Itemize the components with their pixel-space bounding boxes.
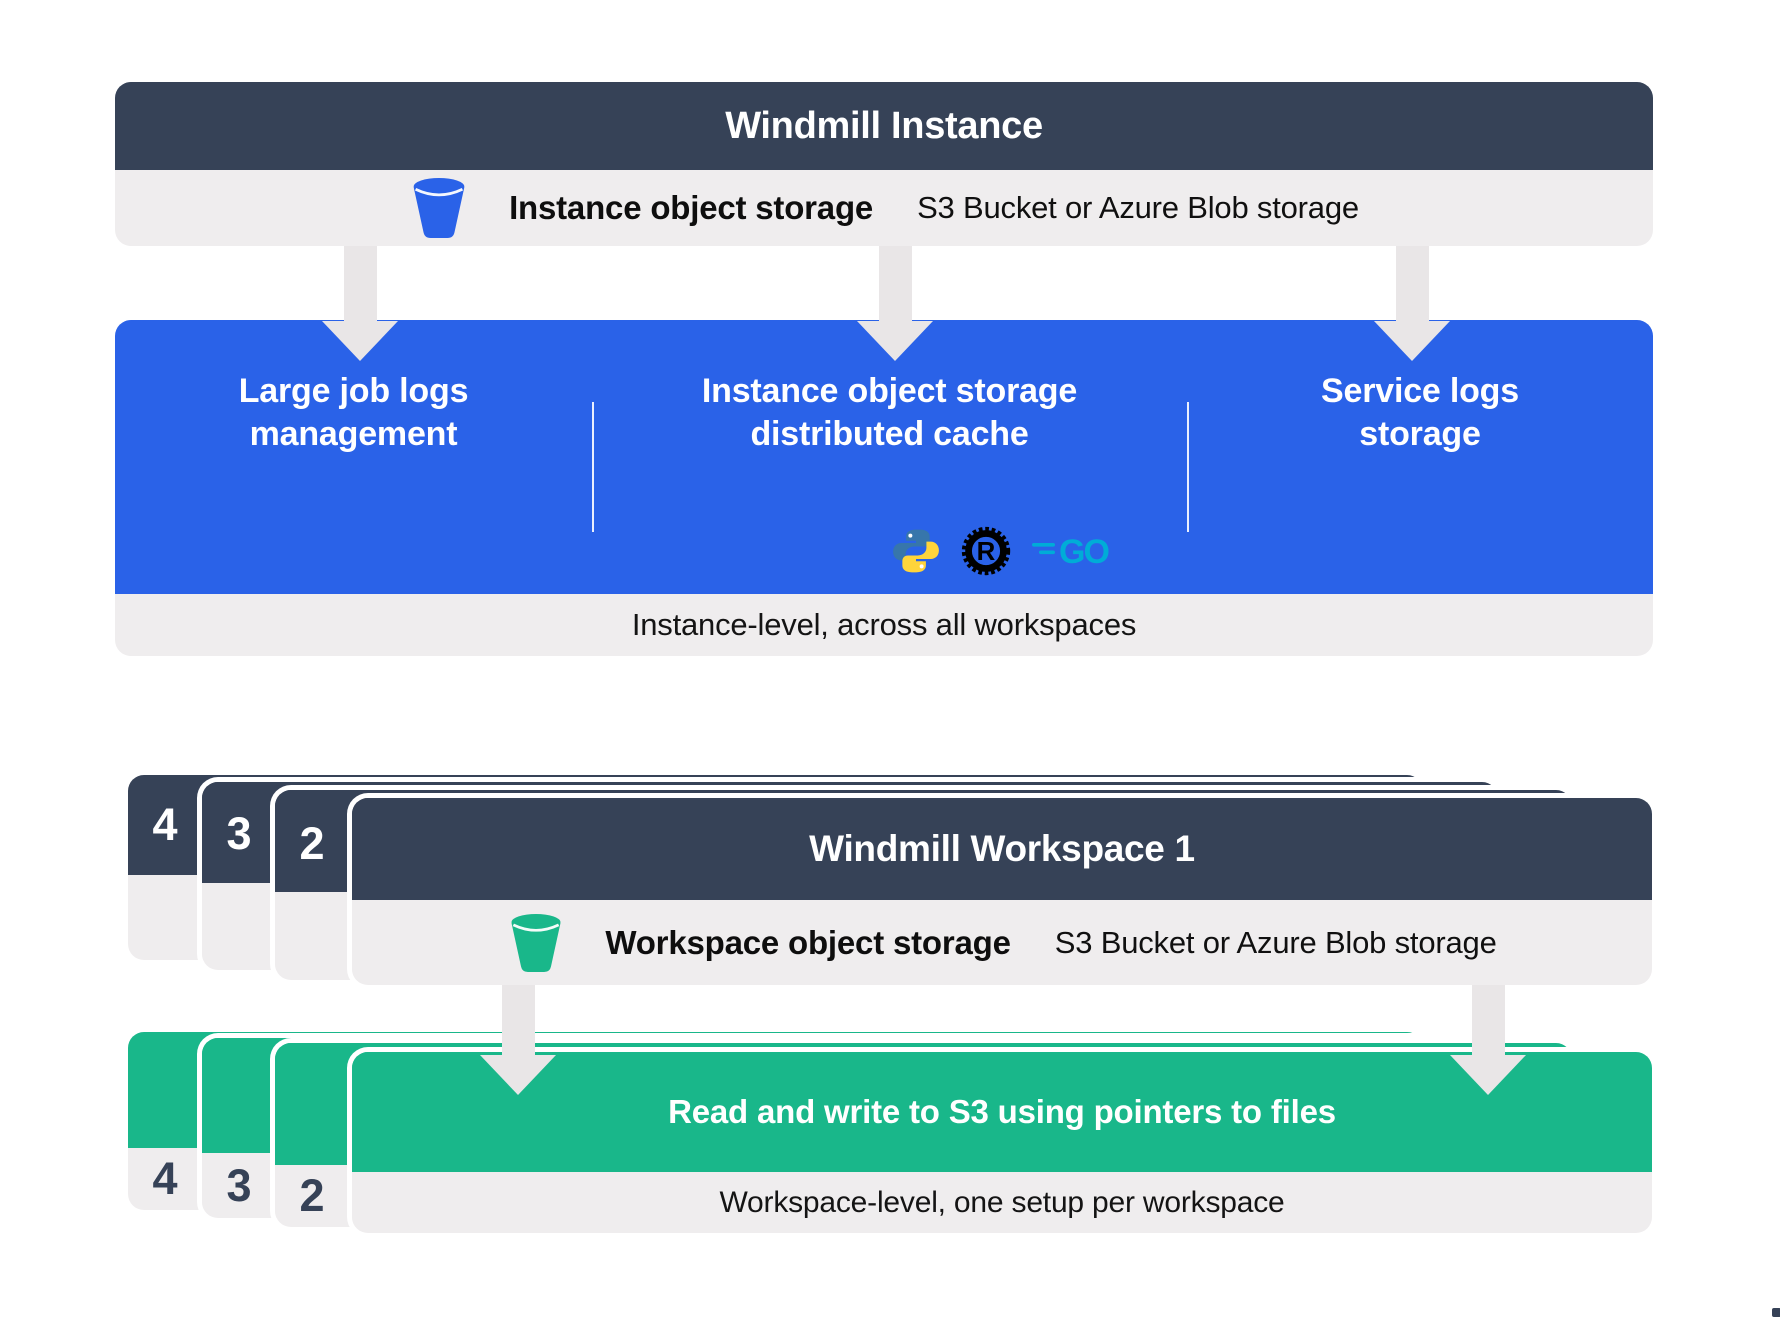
workspace-card-number: 2 (299, 818, 325, 869)
rust-icon: R (959, 524, 1013, 578)
down-arrow (1450, 985, 1526, 1095)
instance-feature-box: Large job logs management Instance objec… (115, 320, 1653, 594)
instance-storage-provider: S3 Bucket or Azure Blob storage (917, 190, 1359, 225)
corner-dot (1772, 1308, 1780, 1317)
workspace-storage-provider: S3 Bucket or Azure Blob storage (1054, 924, 1497, 960)
workspace-card-number: 4 (152, 799, 178, 850)
workspace-card-number: 3 (226, 808, 252, 859)
workspace-caption: Workspace-level, one setup per workspace (719, 1185, 1285, 1219)
feature-label-line: Service logs (1321, 372, 1519, 410)
feature-large-job-logs: Large job logs management (115, 320, 592, 594)
down-arrow (857, 246, 933, 361)
rust-letter: R (977, 538, 996, 566)
instance-storage-row: Instance object storage S3 Bucket or Azu… (115, 170, 1653, 246)
feature-label-line: distributed cache (750, 415, 1029, 453)
feature-label-line: Instance object storage (701, 372, 1078, 410)
workspace-card-1: Windmill Workspace 1 Workspace object st… (352, 798, 1652, 985)
down-arrow (1374, 246, 1450, 361)
s3-card-number: 2 (299, 1170, 325, 1221)
s3-action-text: Read and write to S3 using pointers to f… (668, 1093, 1336, 1130)
s3-card-number: 4 (152, 1153, 178, 1204)
feature-service-logs: Service logs storage (1187, 320, 1653, 594)
language-icons: R GO (795, 522, 1215, 580)
go-letters: GO (1059, 533, 1109, 571)
python-icon (891, 526, 941, 576)
feature-distributed-cache: Instance object storage distributed cach… (592, 320, 1187, 594)
workspace-caption-bar: Workspace-level, one setup per workspace (352, 1172, 1652, 1233)
workspace-title: Windmill Workspace 1 (809, 828, 1195, 869)
instance-caption: Instance-level, across all workspaces (631, 607, 1137, 642)
feature-label-line: storage (1359, 415, 1481, 453)
feature-label-line: Large job logs (238, 372, 469, 410)
workspace-storage-row: Workspace object storage S3 Bucket or Az… (352, 900, 1652, 985)
instance-title: Windmill Instance (725, 104, 1043, 147)
go-icon: GO (1031, 530, 1119, 572)
bucket-icon (507, 911, 565, 975)
workspace-storage-label: Workspace object storage (605, 923, 1011, 961)
down-arrow (322, 246, 398, 361)
feature-label-line: management (249, 415, 458, 453)
instance-caption-bar: Instance-level, across all workspaces (115, 594, 1653, 656)
instance-storage-label: Instance object storage (509, 189, 874, 226)
instance-header: Windmill Instance (115, 82, 1653, 170)
down-arrow (480, 985, 556, 1095)
s3-card-number: 3 (226, 1160, 252, 1211)
bucket-icon (409, 175, 469, 241)
divider (592, 402, 594, 532)
divider (1187, 402, 1189, 532)
workspace-s3-card-1: Read and write to S3 using pointers to f… (352, 1052, 1652, 1233)
